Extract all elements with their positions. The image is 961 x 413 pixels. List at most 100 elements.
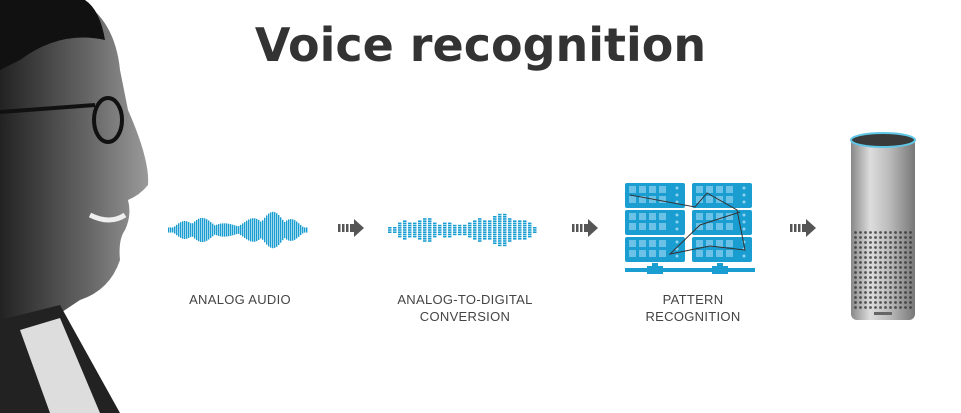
waveform-bar	[250, 218, 252, 242]
digital-sample	[478, 235, 482, 238]
digital-sample	[503, 222, 507, 225]
server-slot	[706, 213, 713, 220]
digital-sample	[503, 224, 507, 227]
digital-sample	[528, 235, 532, 238]
digital-sample	[418, 227, 422, 229]
server-slot	[629, 240, 636, 247]
waveform-bar	[188, 221, 190, 239]
digital-sample	[498, 242, 502, 244]
digital-sample	[413, 224, 417, 227]
digital-sample	[388, 229, 392, 231]
digital-sample	[493, 235, 497, 238]
digital-sample	[478, 233, 482, 236]
server-slot	[639, 240, 646, 247]
digital-sample	[463, 227, 467, 229]
waveform-bar	[264, 217, 266, 243]
digital-sample	[443, 222, 447, 225]
digital-sample	[503, 227, 507, 229]
digital-sample	[523, 229, 527, 231]
digital-sample	[498, 235, 502, 238]
digital-sample	[483, 222, 487, 225]
digital-sample	[508, 220, 512, 222]
digital-sample	[473, 220, 477, 222]
server-slot	[716, 213, 723, 220]
digital-sample	[533, 227, 537, 229]
waveform-bar	[168, 227, 170, 233]
server-slot	[659, 186, 666, 193]
digital-sample	[498, 213, 502, 216]
digital-sample	[503, 231, 507, 233]
arrow-stripe	[338, 224, 341, 232]
digital-sample	[493, 224, 497, 227]
digital-sample	[433, 231, 437, 233]
digital-sample	[523, 227, 527, 229]
digital-sample	[428, 231, 432, 233]
digital-sample	[413, 233, 417, 236]
waveform-bar	[274, 212, 276, 248]
digital-sample	[448, 233, 452, 236]
waveform-bar	[256, 218, 258, 242]
waveform-bar	[190, 223, 192, 237]
digital-sample	[478, 224, 482, 227]
digital-sample	[423, 240, 427, 242]
server-led	[675, 213, 679, 217]
digital-sample	[438, 233, 442, 236]
arrow-right-icon	[338, 219, 364, 237]
digital-sample	[453, 227, 457, 229]
waveform-bar	[176, 224, 178, 236]
digital-sample	[448, 224, 452, 227]
digital-sample	[468, 229, 472, 231]
digital-sample	[448, 227, 452, 229]
waveform-bar	[202, 217, 204, 243]
digital-sample	[493, 220, 497, 222]
waveform-bar	[234, 225, 236, 235]
digital-sample	[443, 231, 447, 233]
digital-sample	[518, 220, 522, 222]
server-slot	[629, 213, 636, 220]
server-slot	[706, 250, 713, 257]
server-slot	[639, 250, 646, 257]
digital-sample	[523, 238, 527, 240]
waveform-bar	[226, 223, 228, 237]
server-slot	[706, 240, 713, 247]
digital-sample	[473, 238, 477, 240]
server-led	[675, 240, 679, 244]
digital-sample	[503, 213, 507, 216]
server-slot	[716, 186, 723, 193]
digital-sample	[493, 242, 497, 244]
step-label-pattern-recognition: PATTERN RECOGNITION	[618, 291, 768, 325]
digital-sample	[403, 222, 407, 225]
digital-sample	[508, 231, 512, 233]
server-led	[742, 186, 746, 190]
digital-sample	[473, 231, 477, 233]
digital-sample	[398, 224, 402, 227]
waveform-bar	[214, 225, 216, 235]
server-slot	[726, 213, 733, 220]
digital-sample	[488, 233, 492, 236]
server-network-icon	[625, 183, 755, 274]
digital-sample	[458, 231, 462, 233]
waveform-bar	[238, 226, 240, 234]
digital-sample	[423, 238, 427, 240]
digital-sample	[468, 227, 472, 229]
digital-sample	[418, 231, 422, 233]
server-slot	[639, 223, 646, 230]
digital-sample	[523, 231, 527, 233]
arrow-stripe	[342, 224, 345, 232]
digital-sample	[458, 224, 462, 227]
digital-sample	[503, 240, 507, 242]
server-led	[742, 193, 746, 197]
digital-sample	[513, 222, 517, 225]
waveform-bar	[278, 214, 280, 246]
waveform-bar	[284, 221, 286, 239]
digital-sample	[433, 227, 437, 229]
waveform-bar	[268, 213, 270, 247]
smart-speaker-image	[850, 132, 916, 320]
digital-sample	[478, 238, 482, 240]
digital-sample	[398, 231, 402, 233]
digital-sample	[403, 227, 407, 229]
digital-sample	[493, 216, 497, 218]
digital-sample	[438, 224, 442, 227]
server-slot	[649, 186, 656, 193]
